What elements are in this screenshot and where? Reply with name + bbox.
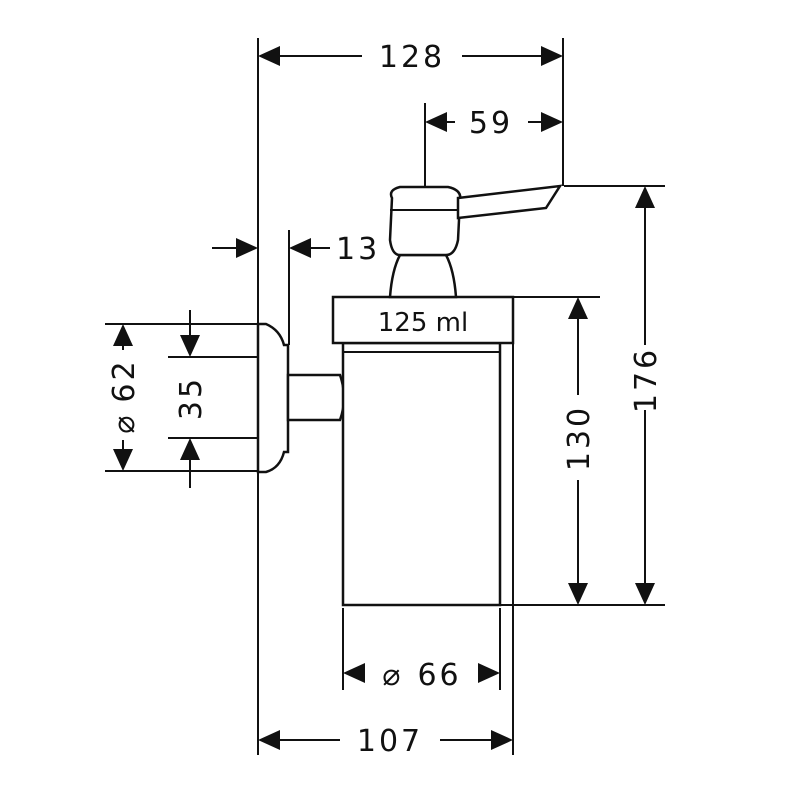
diameter-66-value: 66 [417, 658, 461, 693]
pump-spout [456, 184, 563, 220]
glass-container [341, 341, 502, 607]
dim-130-label: 130 [562, 405, 597, 471]
dim-128-label: 128 [379, 40, 445, 75]
dimension-59: 59 [425, 106, 563, 141]
lid-collar [331, 295, 515, 345]
dimension-diameter-62: ⌀ 62 [107, 324, 142, 471]
pump-neck [388, 253, 458, 299]
capacity-label: 125 ml [378, 308, 468, 338]
wall-flange [256, 322, 290, 474]
dim-66-label: ⌀ 66 [382, 658, 461, 693]
extension-lines [105, 38, 665, 755]
dim-35-label: 35 [174, 376, 209, 420]
dim-176-label: 176 [629, 347, 664, 413]
dim-13-label: 13 [336, 232, 380, 267]
dimension-128: 128 [258, 40, 563, 75]
diameter-62-symbol: ⌀ [107, 413, 142, 434]
pump-head [388, 185, 462, 257]
dimension-176: 176 [629, 186, 664, 605]
diameter-66-symbol: ⌀ [382, 658, 403, 693]
dim-59-label: 59 [469, 106, 513, 141]
dim-107-label: 107 [357, 724, 423, 759]
dimension-130: 130 [562, 297, 597, 605]
dimension-35: 35 [174, 310, 209, 488]
mounting-rod [286, 373, 346, 422]
dispenser-outline [256, 184, 563, 607]
dimension-diameter-66: ⌀ 66 [343, 658, 500, 693]
dim-62-label: ⌀ 62 [107, 358, 142, 433]
dimension-107: 107 [258, 724, 513, 759]
dimension-13: 13 [212, 232, 380, 267]
diameter-62-value: 62 [107, 358, 142, 402]
